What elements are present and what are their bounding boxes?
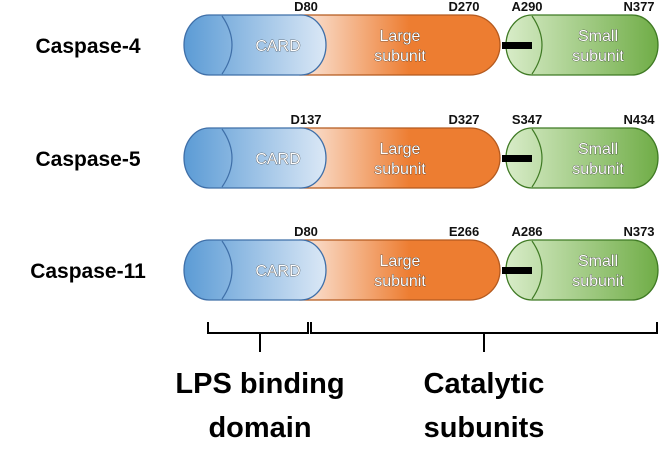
small-subunit-label: subunit bbox=[572, 161, 624, 178]
residue-label: D327 bbox=[448, 112, 479, 127]
protein-name: Caspase-4 bbox=[35, 35, 140, 58]
large-subunit-domain bbox=[299, 14, 501, 76]
large-subunit-label: Large bbox=[380, 141, 421, 158]
small-subunit-label: Small bbox=[578, 28, 618, 45]
large-subunit-label: subunit bbox=[374, 161, 426, 178]
card-label: CARD bbox=[255, 151, 300, 168]
small-subunit-label: subunit bbox=[572, 48, 624, 65]
bracket-label: Catalytic bbox=[424, 368, 545, 400]
large-subunit-label: subunit bbox=[374, 48, 426, 65]
residue-label: D270 bbox=[448, 0, 479, 14]
card-domain bbox=[183, 239, 327, 301]
protein-row: Caspase-5 CARD Large Small subunit subunit D13… bbox=[35, 112, 659, 189]
protein-row: Caspase-11 CARD Large Small subunit subunit D8… bbox=[30, 224, 659, 301]
residue-label: S347 bbox=[512, 112, 542, 127]
linker-bar bbox=[502, 267, 532, 274]
small-subunit-edge bbox=[531, 240, 543, 300]
bracket-catalytic: Catalytic subunits bbox=[310, 322, 658, 444]
card-domain bbox=[183, 14, 327, 76]
residue-label: D137 bbox=[290, 112, 321, 127]
bracket-lps-binding: LPS binding domain bbox=[175, 322, 345, 444]
large-subunit-label: Large bbox=[380, 253, 421, 270]
card-label: CARD bbox=[255, 263, 300, 280]
large-subunit-label: subunit bbox=[374, 273, 426, 290]
protein-row: Caspase-4 CARD Large Small subunit subunit D80… bbox=[35, 0, 659, 76]
small-subunit-label: Small bbox=[578, 253, 618, 270]
large-subunit-domain bbox=[299, 127, 501, 189]
large-subunit-domain bbox=[299, 239, 501, 301]
bracket-label: domain bbox=[208, 412, 311, 444]
card-domain bbox=[183, 127, 327, 189]
protein-name: Caspase-11 bbox=[30, 260, 146, 283]
residue-label: D80 bbox=[294, 0, 318, 14]
residue-label: E266 bbox=[449, 224, 479, 239]
residue-label: N377 bbox=[623, 0, 654, 14]
card-domain-edge bbox=[221, 15, 233, 75]
small-subunit-edge bbox=[531, 128, 543, 188]
card-label: CARD bbox=[255, 38, 300, 55]
card-domain-edge bbox=[221, 128, 233, 188]
linker-bar bbox=[502, 42, 532, 49]
card-domain-edge bbox=[221, 240, 233, 300]
residue-label: N434 bbox=[623, 112, 655, 127]
bracket-line bbox=[207, 322, 309, 352]
linker-bar bbox=[502, 155, 532, 162]
small-subunit-label: subunit bbox=[572, 273, 624, 290]
small-subunit-label: Small bbox=[578, 141, 618, 158]
residue-label: A290 bbox=[511, 0, 542, 14]
bracket-label: LPS binding bbox=[175, 368, 344, 400]
bracket-label: subunits bbox=[424, 412, 545, 444]
residue-label: N373 bbox=[623, 224, 654, 239]
large-subunit-label: Large bbox=[380, 28, 421, 45]
bracket-line bbox=[310, 322, 658, 352]
protein-name: Caspase-5 bbox=[35, 148, 140, 171]
residue-label: D80 bbox=[294, 224, 318, 239]
residue-label: A286 bbox=[511, 224, 542, 239]
small-subunit-edge bbox=[531, 15, 543, 75]
